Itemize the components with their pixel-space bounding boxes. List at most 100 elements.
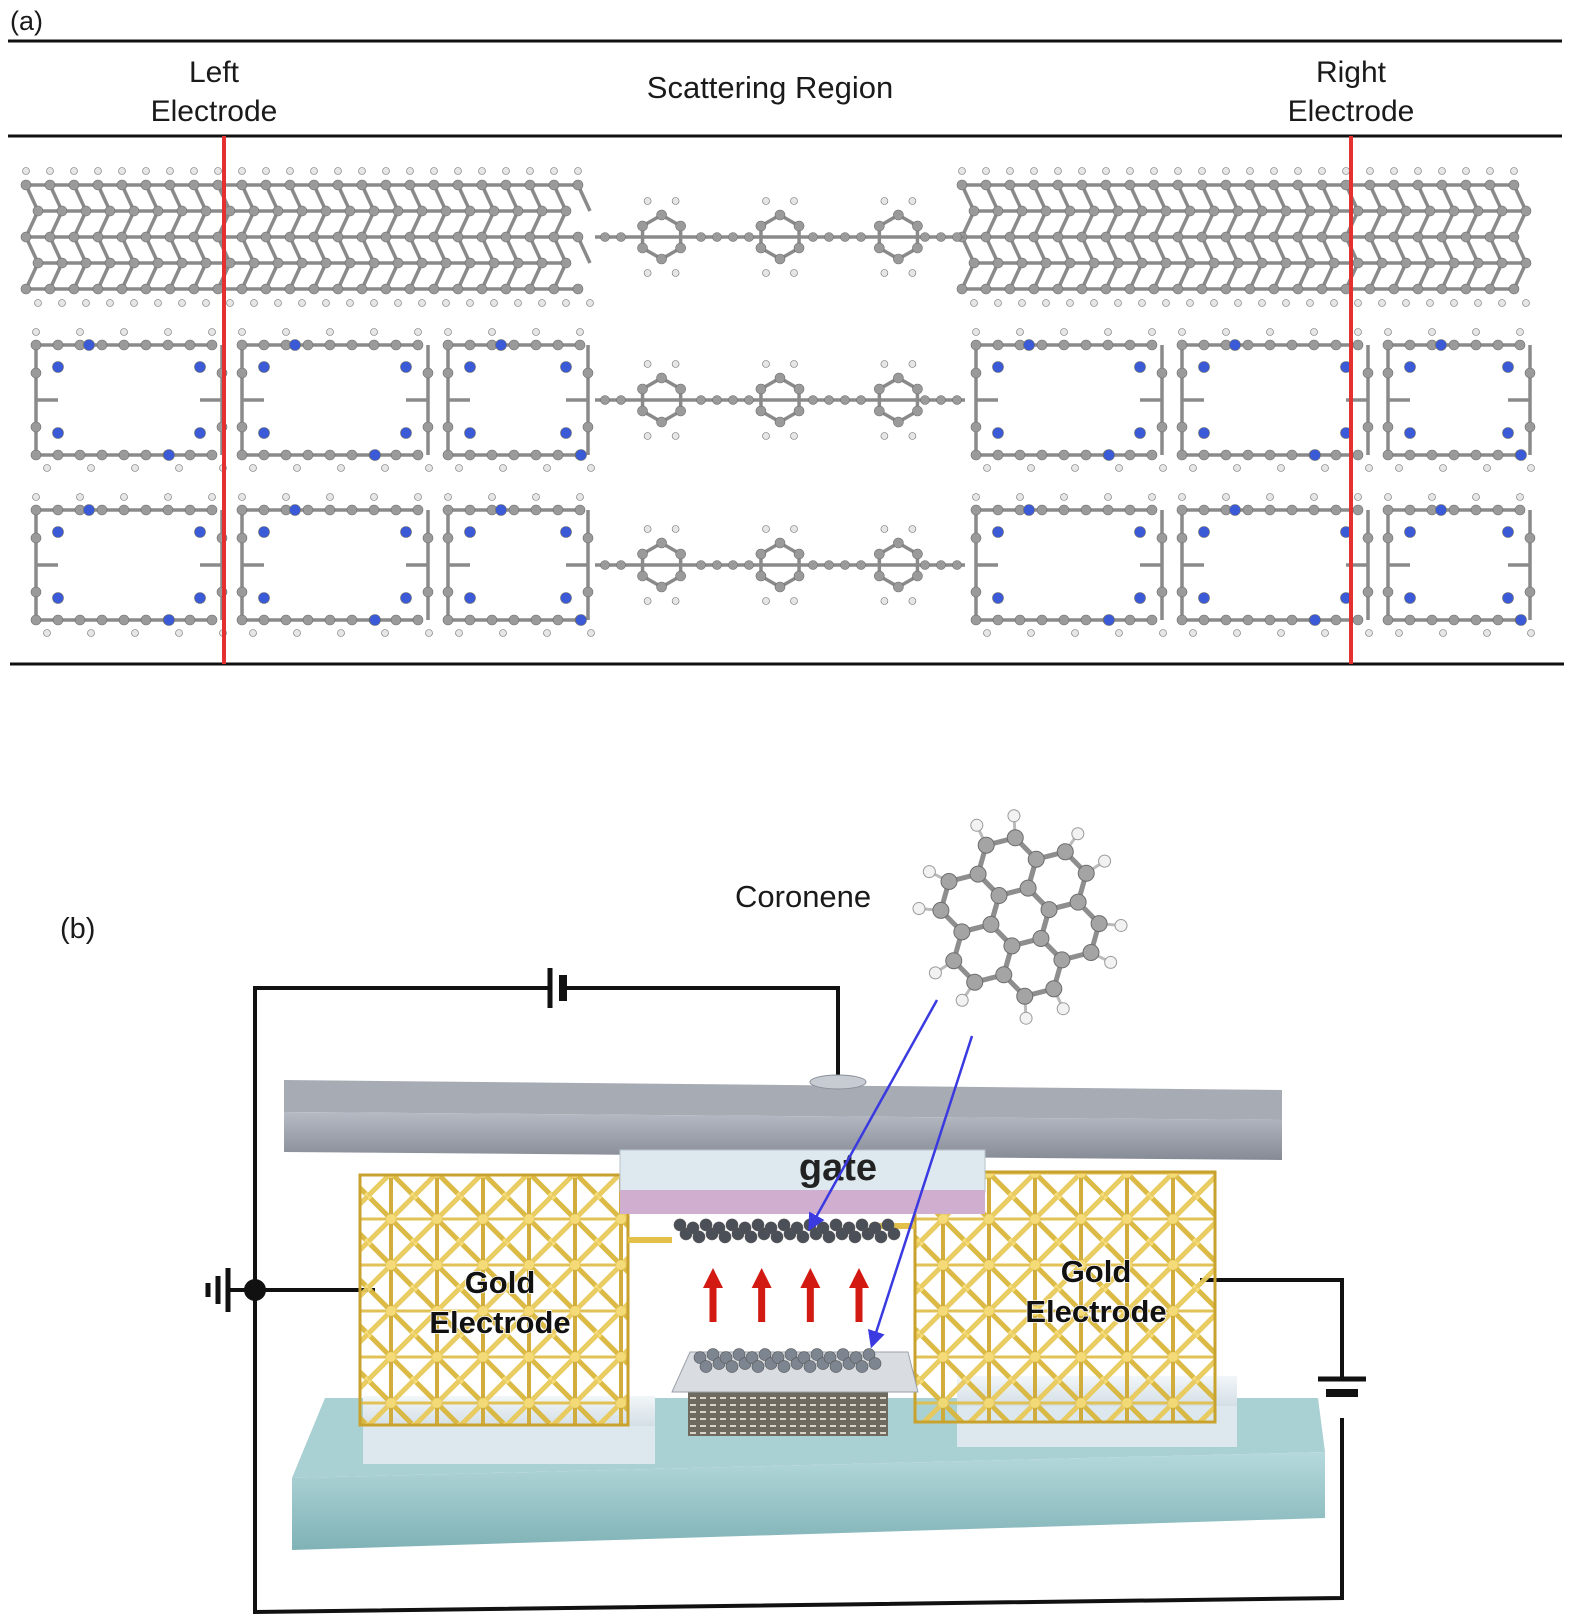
carbon-atom: [1176, 532, 1188, 544]
carbon-atom: [30, 449, 42, 461]
carbon-atom: [52, 614, 64, 626]
carbon-atom: [1004, 179, 1016, 191]
carbon-atom: [442, 504, 454, 516]
hydrogen-atom: [1104, 955, 1118, 969]
nitrogen-atom: [1023, 504, 1035, 516]
carbon-atom: [302, 449, 314, 461]
hydrogen-atom: [249, 629, 257, 637]
carbon-atom: [1004, 283, 1016, 295]
hydrogen-atom: [1007, 809, 1021, 823]
carbon-atom: [953, 923, 971, 941]
carbon-atom: [1080, 614, 1092, 626]
hydrogen-atom: [1439, 464, 1447, 472]
carbon-atom: [956, 179, 968, 191]
carbon-atom: [308, 231, 320, 243]
atom: [777, 1360, 791, 1373]
carbon-atom: [656, 209, 667, 221]
hydrogen-atom: [1234, 299, 1242, 307]
carbon-atom: [1400, 257, 1412, 269]
carbon-atom: [1148, 179, 1160, 191]
hydrogen-atom: [1104, 328, 1112, 336]
hydrogen-atom: [643, 197, 652, 205]
hydrogen-atom: [1428, 328, 1436, 336]
hydrogen-atom: [466, 299, 474, 307]
nitrogen-atom: [1198, 361, 1210, 373]
hydrogen-atom: [908, 269, 917, 277]
carbon-atom: [1330, 504, 1342, 516]
carbon-atom: [30, 339, 42, 351]
carbon-atom: [324, 339, 336, 351]
carbon-atom: [1470, 614, 1482, 626]
carbon-atom: [600, 232, 610, 242]
hydrogen-atom: [970, 299, 978, 307]
carbon-atom: [1220, 231, 1232, 243]
carbon-atom: [1198, 339, 1210, 351]
hydrogen-atom: [414, 328, 422, 336]
carbon-atom: [442, 586, 454, 598]
hydrogen-atom: [1126, 167, 1134, 175]
hydrogen-atom: [326, 493, 334, 501]
carbon-atom: [856, 395, 866, 405]
nitrogen-atom: [1134, 592, 1146, 604]
carbon-atom: [152, 257, 164, 269]
carbon-atom: [1376, 205, 1388, 217]
carbon-atom: [236, 614, 248, 626]
carbon-atom: [912, 570, 923, 582]
hydrogen-atom: [1019, 1011, 1033, 1025]
carbon-atom: [744, 560, 754, 570]
hydrogen-atom: [238, 167, 246, 175]
hydrogen-atom: [488, 493, 496, 501]
carbon-atom: [380, 283, 392, 295]
nitrogen-atom: [83, 339, 95, 351]
carbon-atom: [696, 560, 706, 570]
carbon-atom: [1424, 205, 1436, 217]
nitrogen-atom: [992, 526, 1004, 538]
carbon-atom: [184, 504, 196, 516]
hydrogen-atom: [1148, 493, 1156, 501]
hydrogen-atom: [1071, 827, 1085, 841]
carbon-atom: [1470, 504, 1482, 516]
atom: [855, 1360, 869, 1373]
carbon-atom: [52, 504, 64, 516]
carbon-atom: [1146, 614, 1158, 626]
hydrogen-atom: [1384, 493, 1392, 501]
hydrogen-atom: [586, 299, 594, 307]
hydrogen-atom: [455, 629, 463, 637]
carbon-atom: [476, 283, 488, 295]
hydrogen-atom: [499, 629, 507, 637]
carbon-atom: [80, 205, 92, 217]
carbon-atom: [1448, 449, 1460, 461]
hydrogen-atom: [1486, 167, 1494, 175]
carbon-atom: [184, 449, 196, 461]
atom: [803, 1360, 817, 1373]
carbon-atom: [932, 901, 950, 919]
carbon-atom: [970, 532, 982, 544]
carbon-atom: [992, 339, 1004, 351]
carbon-atom: [412, 449, 424, 461]
carbon-atom: [258, 449, 270, 461]
carbon-atom: [52, 449, 64, 461]
hydrogen-atom: [1527, 464, 1535, 472]
hydrogen-atom: [790, 360, 798, 368]
carbon-atom: [1264, 504, 1276, 516]
hydrogen-atom: [1233, 464, 1241, 472]
carbon-atom: [874, 242, 885, 254]
hydrogen-atom: [1277, 464, 1285, 472]
hydrogen-atom: [1510, 167, 1518, 175]
hydrogen-atom: [444, 493, 452, 501]
hydrogen-atom: [1402, 299, 1410, 307]
carbon-atom: [118, 504, 130, 516]
carbon-atom: [956, 283, 968, 295]
carbon-atom: [1404, 449, 1416, 461]
carbon-atom: [118, 614, 130, 626]
carbon-atom: [1077, 864, 1095, 882]
atom: [790, 1221, 804, 1235]
carbon-atom: [1382, 449, 1394, 461]
field-arrow-head: [800, 1268, 821, 1288]
hydrogen-atom: [958, 167, 966, 175]
carbon-atom: [1244, 179, 1256, 191]
carbon-atom: [1286, 339, 1298, 351]
hydrogen-atom: [381, 464, 389, 472]
carbon-atom: [1124, 504, 1136, 516]
carbon-atom: [272, 205, 284, 217]
